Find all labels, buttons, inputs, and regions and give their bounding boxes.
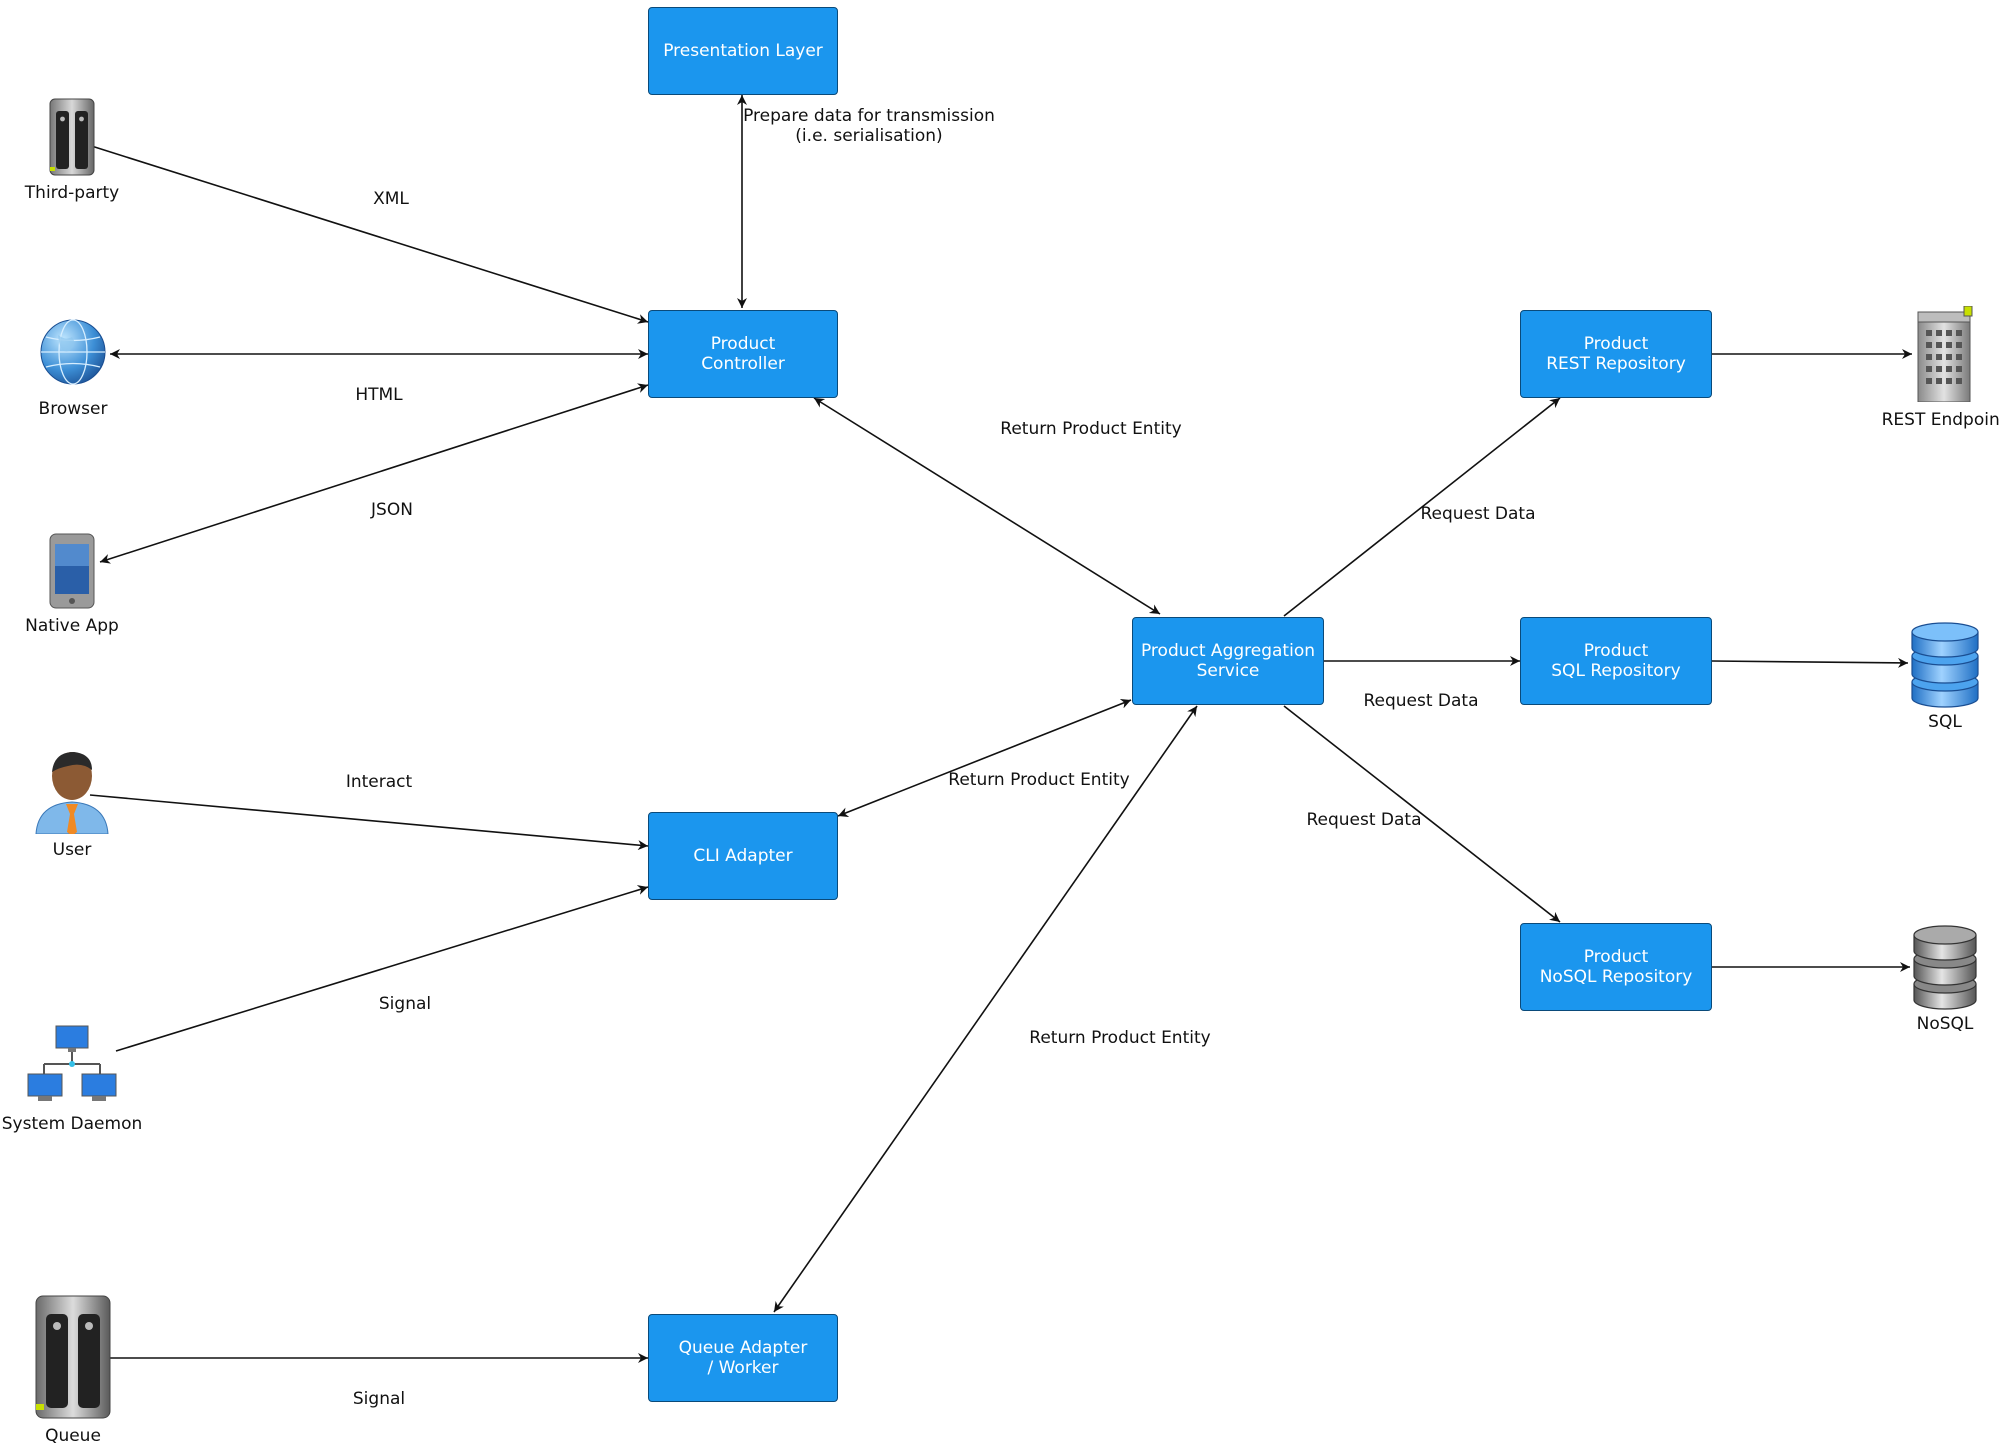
product-controller-box[interactable]: Product Controller [648, 310, 838, 398]
edge-label-prepare: Prepare data for transmission (i.e. seri… [743, 106, 995, 146]
edge-label-request-sql: Request Data [1363, 691, 1479, 711]
edge-label-xml: XML [373, 189, 409, 209]
edge-controller-aggregation [813, 397, 1161, 615]
edge-label-interact: Interact [345, 772, 413, 792]
edge-aggregation-nosql [1283, 705, 1561, 923]
edge-queueadapter-aggregation [773, 705, 1198, 1313]
edge-label-html: HTML [355, 385, 403, 405]
phone-icon [49, 533, 95, 609]
edge-user-cli [89, 794, 649, 851]
edge-label-request-rest: Request Data [1420, 504, 1536, 524]
building-icon [1917, 306, 1973, 402]
native-app-label: Native App [25, 616, 119, 636]
rest-repository-box[interactable]: Product REST Repository [1520, 310, 1712, 398]
user-node[interactable]: User [32, 748, 112, 860]
sql-node[interactable]: SQL [1908, 620, 1982, 740]
browser-label: Browser [38, 399, 108, 419]
edge-label-return-cli: Return Product Entity [948, 770, 1130, 790]
system-daemon-label: System Daemon [1, 1114, 143, 1134]
nosql-label: NoSQL [1916, 1014, 1974, 1034]
database-icon [1913, 925, 1977, 1010]
database-icon [1911, 622, 1979, 708]
third-party-node[interactable]: Third-party [25, 97, 119, 203]
edge-thirdparty-controller [81, 141, 649, 324]
edge-nativeapp-controller [99, 383, 649, 564]
sql-label: SQL [1928, 712, 1962, 732]
user-label: User [52, 840, 92, 860]
sql-repository-box[interactable]: Product SQL Repository [1520, 617, 1712, 705]
edge-label-json: JSON [371, 500, 413, 520]
cli-adapter-box[interactable]: CLI Adapter [648, 812, 838, 900]
third-party-label: Third-party [24, 183, 120, 203]
browser-node[interactable]: Browser [38, 317, 108, 419]
queue-label: Queue [45, 1426, 101, 1446]
network-icon [27, 1025, 117, 1101]
rest-endpoint-node[interactable]: REST Endpoint [1882, 306, 2000, 430]
native-app-node[interactable]: Native App [25, 532, 119, 636]
globe-icon [40, 319, 106, 385]
queue-adapter-box[interactable]: Queue Adapter / Worker [648, 1314, 838, 1402]
person-icon [35, 752, 109, 834]
aggregation-service-box[interactable]: Product Aggregation Service [1132, 617, 1324, 705]
edge-aggregation-rest [1283, 397, 1561, 617]
edge-label-return-queue: Return Product Entity [1029, 1028, 1211, 1048]
rest-endpoint-label: REST Endpoint [1881, 410, 2000, 430]
edge-sql-db [1711, 657, 1909, 668]
edge-cli-aggregation [837, 699, 1132, 817]
edge-label-signal-queue: Signal [352, 1389, 406, 1409]
server-icon [49, 98, 95, 176]
system-daemon-node[interactable]: System Daemon [2, 1024, 142, 1134]
nosql-repository-box[interactable]: Product NoSQL Repository [1520, 923, 1712, 1011]
server-icon [35, 1295, 111, 1419]
edge-label-signal-daemon: Signal [378, 994, 432, 1014]
edge-label-request-nosql: Request Data [1306, 810, 1422, 830]
edge-daemon-cli [115, 885, 649, 1052]
nosql-node[interactable]: NoSQL [1910, 924, 1980, 1042]
queue-node[interactable]: Queue [34, 1294, 112, 1446]
presentation-layer-box[interactable]: Presentation Layer [648, 7, 838, 95]
edge-label-return-controller: Return Product Entity [1000, 419, 1182, 439]
